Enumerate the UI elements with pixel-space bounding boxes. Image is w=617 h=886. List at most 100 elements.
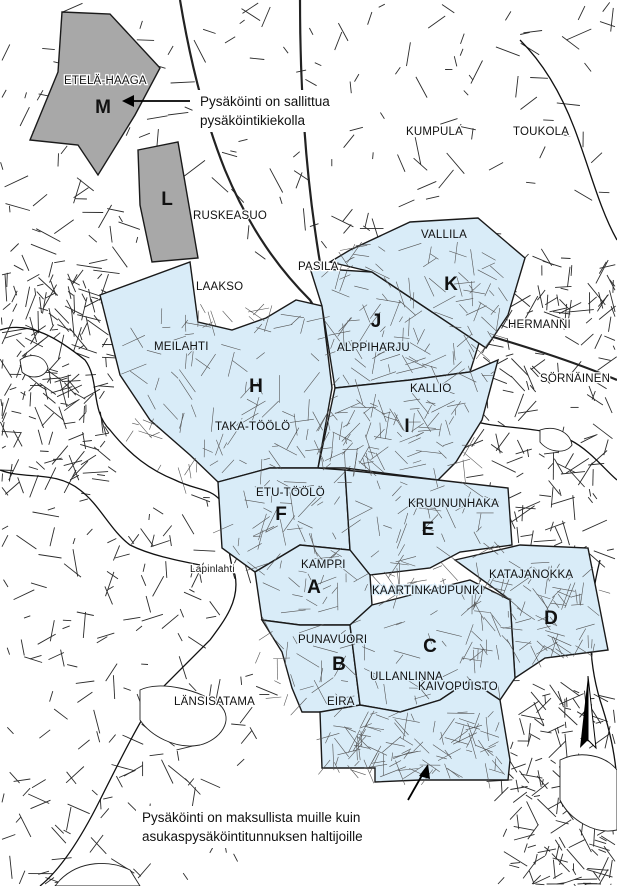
street-segment — [553, 458, 564, 475]
street-segment — [311, 677, 334, 694]
street-segment — [265, 696, 282, 699]
street-segment — [424, 343, 430, 352]
street-segment — [350, 769, 366, 776]
street-segment — [537, 615, 549, 622]
street-segment — [9, 855, 13, 879]
street-segment — [372, 350, 386, 359]
street-segment — [6, 647, 11, 655]
street-segment — [317, 501, 324, 506]
street-segment — [523, 843, 528, 853]
street-segment — [156, 129, 159, 147]
street-segment — [451, 401, 461, 415]
zone-letter-k: K — [444, 274, 458, 295]
street-segment — [558, 489, 562, 497]
street-segment — [79, 498, 89, 502]
street-segment — [230, 150, 237, 153]
street-segment — [526, 757, 533, 775]
street-segment — [60, 649, 65, 667]
street-segment — [60, 402, 68, 405]
district-vallila: VALLILA — [421, 229, 467, 241]
zone-letter-h: H — [249, 376, 263, 397]
street-segment — [370, 712, 378, 715]
street-segment — [347, 765, 359, 779]
street-segment — [457, 711, 468, 713]
street-segment — [455, 722, 481, 730]
street-segment — [28, 415, 37, 420]
street-segment — [247, 225, 250, 240]
street-segment — [195, 358, 211, 370]
street-segment — [34, 335, 49, 347]
street-segment — [212, 523, 234, 534]
street-segment — [517, 501, 541, 512]
street-segment — [505, 353, 514, 357]
street-segment — [82, 432, 87, 449]
street-segment — [57, 324, 73, 332]
street-segment — [355, 244, 371, 246]
street-segment — [187, 778, 195, 786]
street-segment — [352, 452, 358, 477]
street-segment — [519, 601, 526, 616]
street-segment — [599, 264, 616, 269]
street-segment — [73, 187, 89, 199]
street-segment — [556, 102, 580, 106]
street-segment — [588, 733, 611, 749]
street-segment — [511, 358, 529, 376]
zone-l-area[interactable] — [137, 141, 199, 263]
street-segment — [495, 432, 510, 452]
street-segment — [37, 633, 56, 645]
street-segment — [590, 450, 608, 466]
street-segment — [532, 683, 545, 691]
street-segment — [245, 307, 265, 321]
street-segment — [575, 623, 595, 630]
street-segment — [467, 365, 478, 393]
street-segment — [193, 549, 216, 552]
street-segment — [184, 457, 196, 476]
street-segment — [526, 801, 539, 826]
street-segment — [609, 279, 616, 287]
street-segment — [463, 437, 475, 457]
street-segment — [256, 382, 263, 395]
street-segment — [598, 589, 611, 594]
street-segment — [491, 460, 516, 473]
street-segment — [320, 240, 327, 249]
street-segment — [254, 485, 263, 495]
street-segment — [395, 760, 406, 786]
street-segment — [417, 180, 437, 191]
zone-h-area[interactable] — [99, 261, 333, 483]
street-segment — [122, 335, 146, 347]
street-segment — [488, 741, 499, 748]
street-segment — [539, 146, 546, 159]
street-segment — [536, 775, 548, 789]
street-segment — [472, 586, 486, 610]
street-segment — [516, 814, 520, 830]
street-segment — [526, 310, 534, 314]
street-segment — [413, 327, 419, 342]
zone-i-area[interactable] — [317, 358, 500, 481]
street-segment — [274, 639, 284, 650]
street-segment — [42, 292, 47, 314]
street-segment — [283, 694, 289, 706]
street-segment — [404, 678, 424, 691]
street-segment — [353, 254, 370, 257]
street-segment — [64, 382, 77, 396]
street-segment — [333, 699, 352, 718]
street-segment — [320, 574, 324, 585]
street-segment — [548, 563, 560, 582]
street-segment — [521, 714, 545, 721]
zone-m-area[interactable] — [28, 11, 161, 177]
street-segment — [283, 515, 296, 532]
street-segment — [196, 461, 198, 473]
street-segment — [45, 292, 56, 299]
street-segment — [138, 430, 163, 440]
street-segment — [185, 353, 187, 369]
street-segment — [460, 592, 465, 600]
street-segment — [107, 466, 117, 473]
zone-letter-l: L — [161, 189, 173, 210]
street-segment — [121, 363, 147, 375]
street-segment — [339, 642, 360, 649]
street-segment — [526, 380, 530, 391]
street-segment — [26, 274, 40, 282]
street-segment — [598, 305, 616, 320]
street-segment — [594, 839, 607, 845]
street-segment — [338, 251, 349, 267]
